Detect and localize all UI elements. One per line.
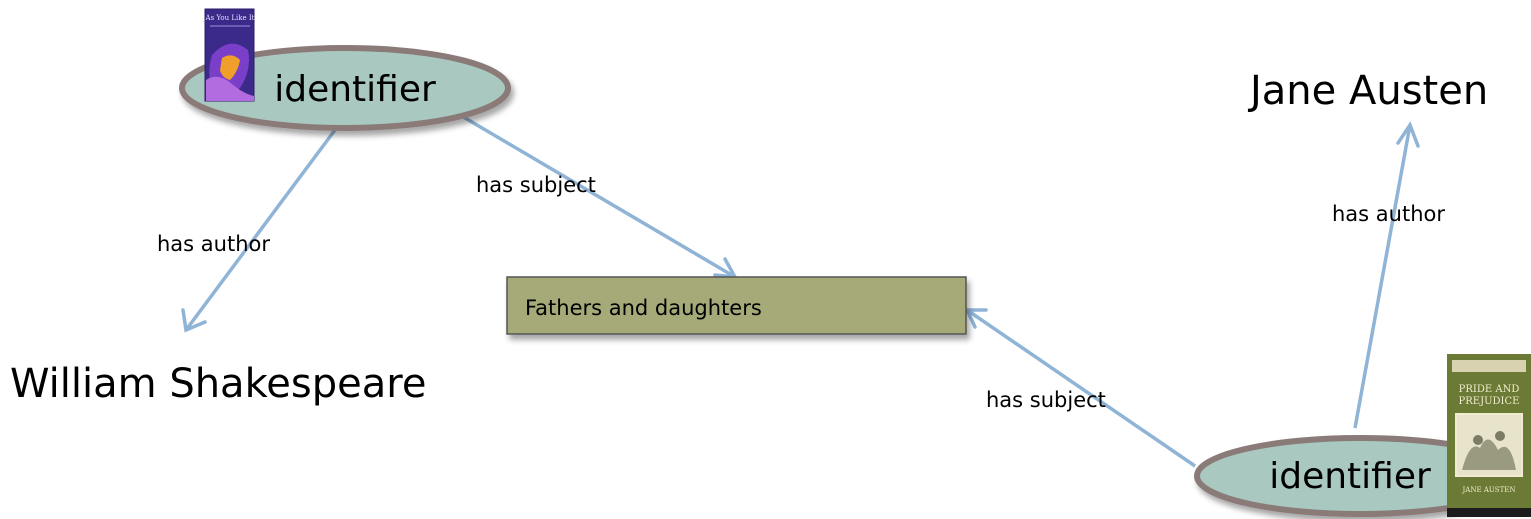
edge-label-right-subject: has subject <box>986 388 1106 412</box>
edge-right-subject <box>964 308 1196 468</box>
cover-title-left: As You Like It <box>205 14 255 22</box>
subject-node: Fathers and daughters <box>506 276 967 335</box>
identifier-label-right: identifier <box>1269 456 1431 497</box>
identifier-node-left: identifier <box>179 45 511 131</box>
edge-label-left-author: has author <box>157 232 270 256</box>
subject-label: Fathers and daughters <box>525 296 762 320</box>
book-cover-as-you-like-it: As You Like It <box>204 8 255 102</box>
author-label-austen: Jane Austen <box>1247 68 1488 114</box>
edge-label-right-author: has author <box>1332 202 1445 226</box>
cover-author: JANE AUSTEN <box>1462 486 1516 494</box>
identifier-label-left: identifier <box>274 69 436 110</box>
cover-title-bottom: PREJUDICE <box>1459 396 1520 407</box>
book-cover-pride-and-prejudice: PRIDE AND PREJUDICE JANE AUSTEN <box>1447 354 1531 517</box>
edge-left-author <box>181 128 337 333</box>
author-label-shakespeare: William Shakespeare <box>10 361 426 407</box>
edge-right-author <box>1353 121 1420 429</box>
edge-label-left-subject: has subject <box>476 173 596 197</box>
cover-title-top: PRIDE AND <box>1459 384 1520 395</box>
